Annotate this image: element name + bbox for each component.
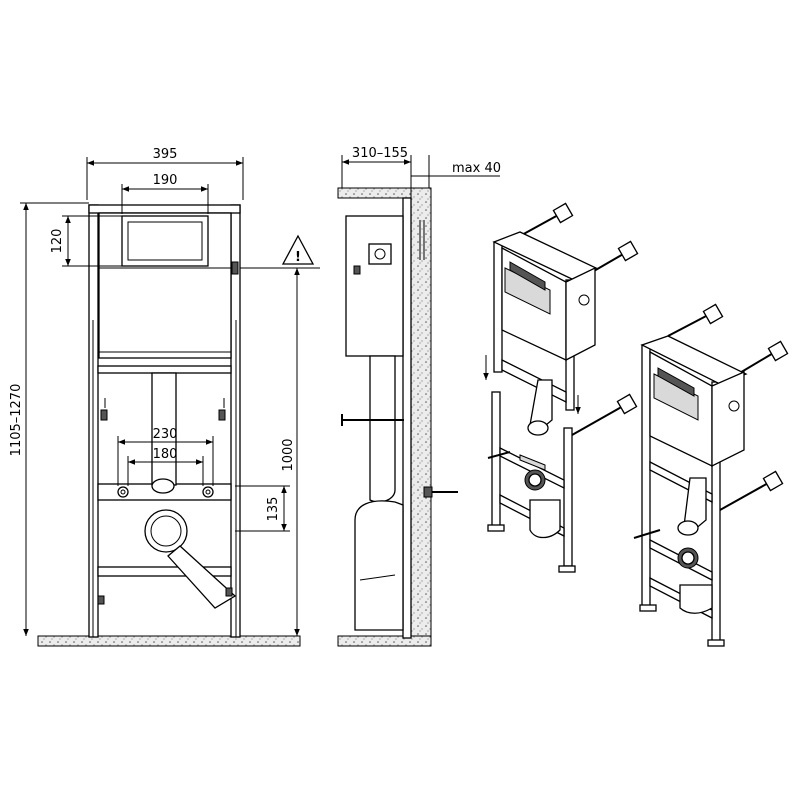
svg-text:!: !	[295, 250, 301, 265]
front-dimensions: 395 190 120 1105–1270 1000 ! 230 180	[9, 147, 320, 636]
cistern-side	[345, 215, 404, 357]
cistern-tank	[98, 212, 232, 359]
warning-triangle-icon: !	[281, 234, 315, 265]
floor-slab	[37, 635, 301, 647]
side-dimensions: 310–155 max 40	[341, 146, 501, 188]
iso-frame-exploded	[483, 202, 639, 573]
front-view	[37, 204, 301, 647]
dim-depth-range: 310–155	[352, 146, 408, 161]
dim-total-height: 1105–1270	[9, 384, 24, 457]
dim-bolt-spacing-outer: 230	[153, 427, 178, 442]
flush-plate-opening	[121, 215, 209, 267]
dim-inlet-height: 1000	[281, 438, 296, 471]
dim-cistern-height: 120	[50, 229, 65, 254]
side-view	[337, 187, 458, 647]
wall-section	[410, 187, 432, 641]
dim-overall-width: 395	[153, 147, 178, 162]
dim-bolt-spacing-inner: 180	[153, 447, 178, 462]
iso-frame-assembled	[633, 303, 789, 647]
dim-max-wall: max 40	[452, 161, 501, 176]
dim-outlet-height: 135	[266, 497, 281, 522]
dim-cistern-width: 190	[153, 173, 178, 188]
